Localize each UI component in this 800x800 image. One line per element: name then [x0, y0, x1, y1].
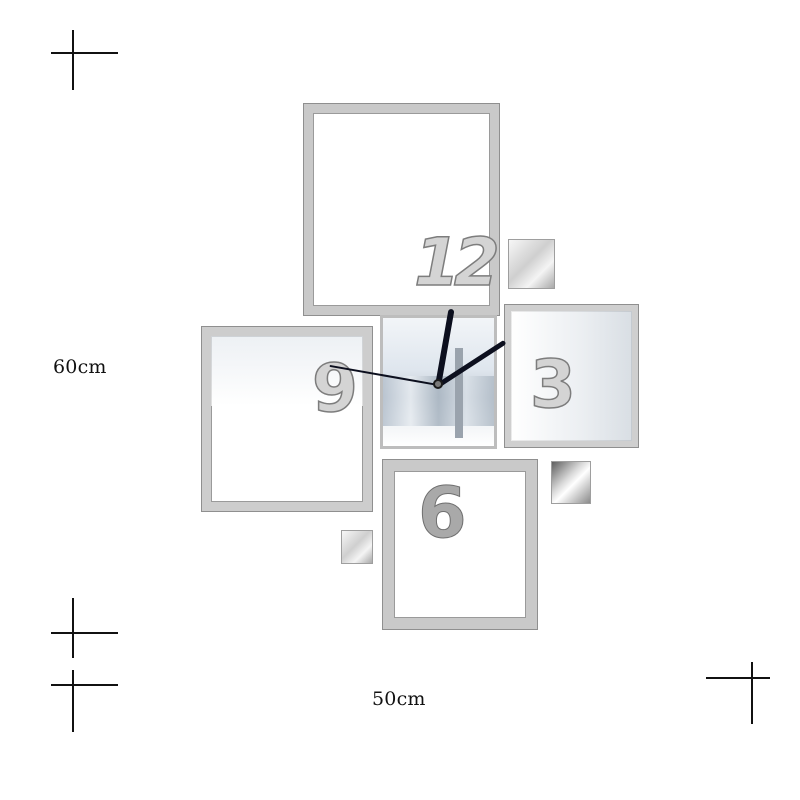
mirror-frame-top: [304, 104, 499, 315]
mirror-frame-bottom: [383, 460, 537, 629]
mirror-tile-small-top-right: [508, 239, 555, 289]
clock-center-hub: [433, 379, 443, 389]
mirror-tile-small-right: [551, 461, 591, 504]
mirror-frame-right: [505, 305, 638, 447]
width-dimension-label: 50cm: [372, 688, 426, 710]
numeral-six: 6: [418, 472, 468, 554]
numeral-three: 3: [529, 346, 576, 423]
height-dimension-label: 60cm: [53, 356, 107, 378]
mirror-tile-small-bottom-left: [341, 530, 373, 564]
numeral-twelve: 12: [413, 224, 500, 301]
mirror-frame-left: [202, 327, 372, 511]
